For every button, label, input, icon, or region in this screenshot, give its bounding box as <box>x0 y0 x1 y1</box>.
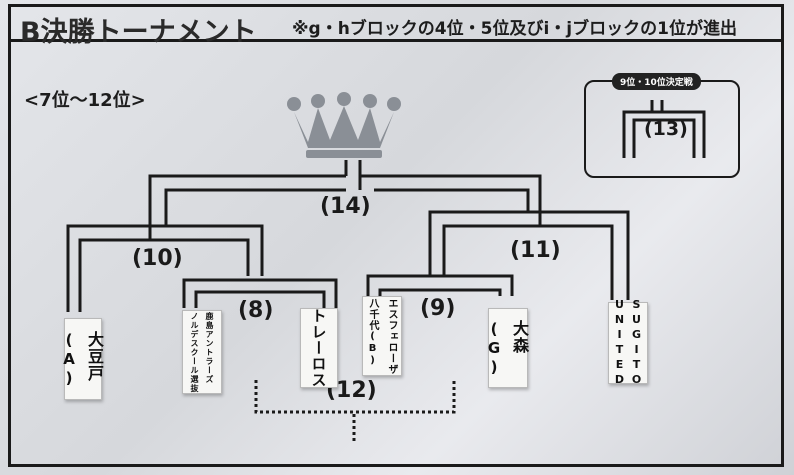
team-1-sub: (A) <box>60 330 78 388</box>
team-3-name: トレーロス <box>309 308 328 388</box>
team-card-1: 大豆戸 (A) <box>60 318 104 400</box>
team-4-sub: 八千代(B) <box>367 297 378 367</box>
crown-icon <box>287 92 401 158</box>
team-2-sub: ノルデスクール選抜 <box>190 311 199 393</box>
match-10-label: (10) <box>132 246 183 271</box>
team-card-2: 鹿島アントラーズ ノルデスクール選抜 <box>182 310 222 394</box>
match-9-label: (9) <box>420 296 456 321</box>
team-5-sub: (G) <box>485 319 503 377</box>
qualification-note: ※g・hブロックの4位・5位及びi・jブロックの1位が進出 <box>292 19 737 39</box>
team-6-sub: UNITED <box>613 298 626 388</box>
match-13-label: (13) <box>644 118 688 140</box>
page-title: B決勝トーナメント <box>20 17 257 48</box>
team-card-3: トレーロス <box>300 308 338 388</box>
title-bar <box>8 4 784 42</box>
team-card-4: エスフェローザ 八千代(B) <box>362 296 402 376</box>
match-14-label: (14) <box>320 194 371 219</box>
team-card-5: 大森 (G) <box>485 308 529 388</box>
match-11-label: (11) <box>510 238 561 263</box>
rank-range-label: <7位～12位> <box>24 90 146 111</box>
team-4-name: エスフェローザ <box>386 297 397 375</box>
match-8-label: (8) <box>238 298 274 323</box>
team-2-name: 鹿島アントラーズ <box>205 311 214 384</box>
team-5-name: 大森 <box>510 319 529 354</box>
team-card-6: SUGITO UNITED <box>608 298 648 388</box>
board-frame <box>8 4 784 467</box>
mini-bracket-tag: 9位・10位決定戦 <box>612 73 701 90</box>
team-6-name: SUGITO <box>630 298 643 388</box>
team-1-name: 大豆戸 <box>85 330 104 382</box>
